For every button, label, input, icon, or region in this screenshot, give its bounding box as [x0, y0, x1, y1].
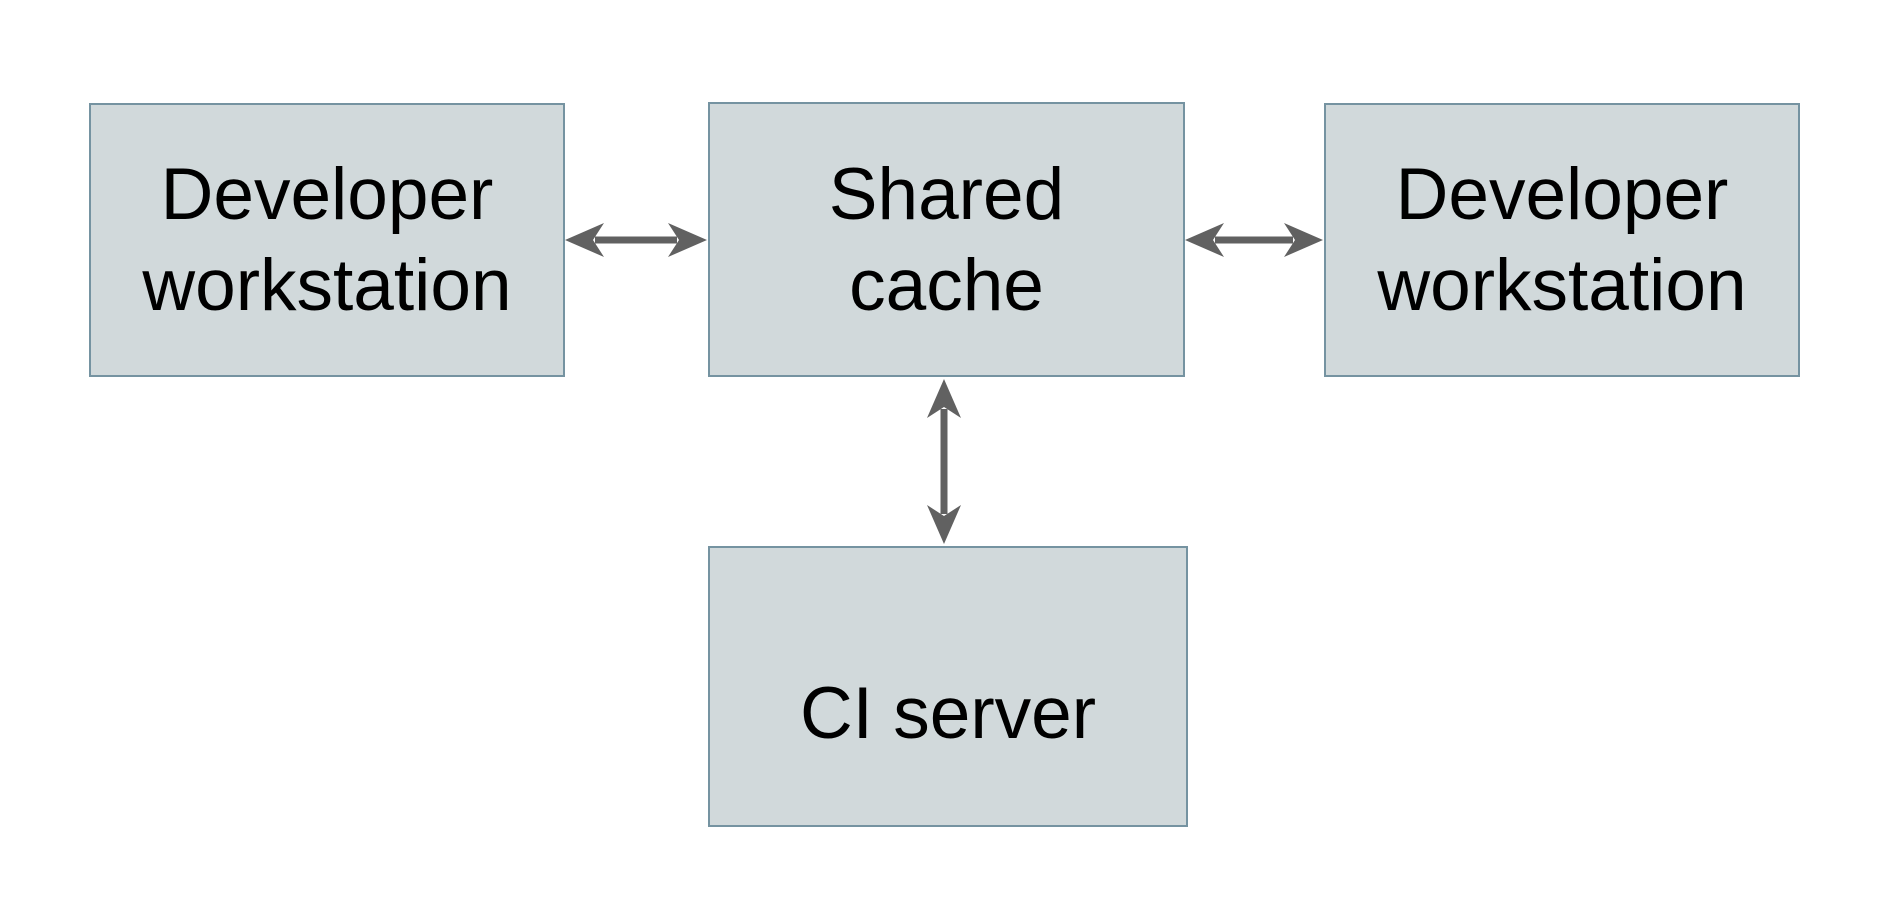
bidirectional-arrow-cache-ci-server [927, 379, 961, 544]
node-label-line: Developer [160, 154, 494, 235]
node-shared-cache: Shared cache [708, 102, 1185, 377]
node-label-line: Developer [1395, 154, 1729, 235]
node-label-line: cache [849, 244, 1044, 326]
node-ci-server: CI server [708, 546, 1188, 827]
node-label: Developer workstation [1377, 149, 1746, 331]
node-label: CI server [800, 668, 1096, 759]
node-label-line: Shared [828, 153, 1065, 235]
node-label: Developer workstation [142, 149, 511, 331]
node-developer-workstation-left: Developer workstation [89, 103, 565, 377]
node-label-line: workstation [1377, 245, 1747, 326]
bidirectional-arrow-cache-right-workstation [1185, 223, 1323, 257]
node-label: Shared cache [829, 149, 1064, 331]
node-label-line: workstation [142, 245, 512, 326]
bidirectional-arrow-left-workstation-cache [565, 223, 707, 257]
node-label-line: CI server [799, 673, 1097, 754]
node-developer-workstation-right: Developer workstation [1324, 103, 1800, 377]
